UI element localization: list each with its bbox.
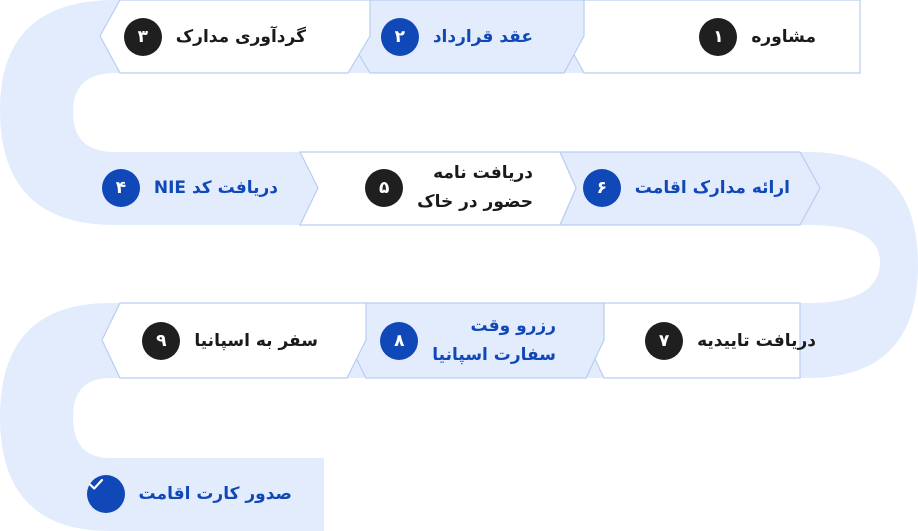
- check-icon: [86, 475, 125, 513]
- step-label: ارائه مدارک اقامت: [635, 174, 790, 203]
- step-number-badge: ۱: [699, 18, 738, 56]
- step-1: ۱ مشاوره: [699, 18, 816, 56]
- step-7: ۷ دریافت تاییدیه: [645, 322, 816, 360]
- step-number-badge: ۲: [380, 18, 419, 56]
- step-label-line: مشاوره: [751, 26, 816, 47]
- step-label: رزرو وقت سفارت اسپانیا: [432, 312, 556, 370]
- step-label-line: رزرو وقت: [470, 316, 556, 336]
- step-label-line: عقد قرارداد: [432, 26, 533, 47]
- step-label: مشاوره: [751, 23, 816, 52]
- arrow-step-2: [347, 0, 585, 74]
- step-number-badge: ۹: [142, 322, 181, 360]
- step-label: دریافت تاییدیه: [697, 327, 816, 356]
- step-6: ۶ ارائه مدارک اقامت: [582, 169, 790, 207]
- step-label: دریافت نامه حضور در خاک: [417, 159, 533, 217]
- step-label-line: ارائه مدارک اقامت: [634, 177, 790, 198]
- step-number-badge: ۳: [123, 18, 162, 56]
- step-label: صدور کارت اقامت: [139, 480, 292, 509]
- step-label-line: سفر به اسپانیا: [194, 330, 318, 351]
- step-label-line: دریافت نامه: [433, 163, 533, 183]
- step-label: سفر به اسپانیا: [194, 327, 318, 356]
- step-label: دریافت کد NIE: [154, 174, 278, 203]
- arrow-final: [300, 458, 324, 531]
- step-label-line: حضور در خاک: [417, 192, 533, 212]
- step-label-line: گردآوری مدارک: [175, 26, 306, 47]
- step-label-line: دریافت تاییدیه: [697, 330, 816, 351]
- step-label: گردآوری مدارک: [176, 23, 306, 52]
- step-label-line: صدور کارت اقامت: [138, 483, 292, 504]
- step-label-line: دریافت کد NIE: [153, 177, 278, 198]
- step-9: ۹ سفر به اسپانیا: [142, 322, 318, 360]
- step-8: ۸ رزرو وقت سفارت اسپانیا: [380, 312, 556, 370]
- step-number-badge: ۸: [380, 322, 419, 360]
- step-label-line: سفارت اسپانیا: [432, 345, 556, 365]
- step-number-badge: ۴: [101, 169, 140, 207]
- step-number-badge: ۶: [582, 169, 621, 207]
- arrow-step-3: [99, 0, 371, 74]
- step-3: ۳ گردآوری مدارک: [123, 18, 306, 56]
- step-final: صدور کارت اقامت: [86, 475, 292, 513]
- step-4: ۴ دریافت کد NIE: [101, 169, 278, 207]
- arrow-step-5: [299, 151, 577, 226]
- step-5: ۵ دریافت نامه حضور در خاک: [365, 159, 533, 217]
- step-number-badge: ۵: [365, 169, 404, 207]
- step-label: عقد قرارداد: [433, 23, 533, 52]
- arrow-step-9: [101, 302, 367, 379]
- step-2: ۲ عقد قرارداد: [380, 18, 533, 56]
- step-number-badge: ۷: [645, 322, 684, 360]
